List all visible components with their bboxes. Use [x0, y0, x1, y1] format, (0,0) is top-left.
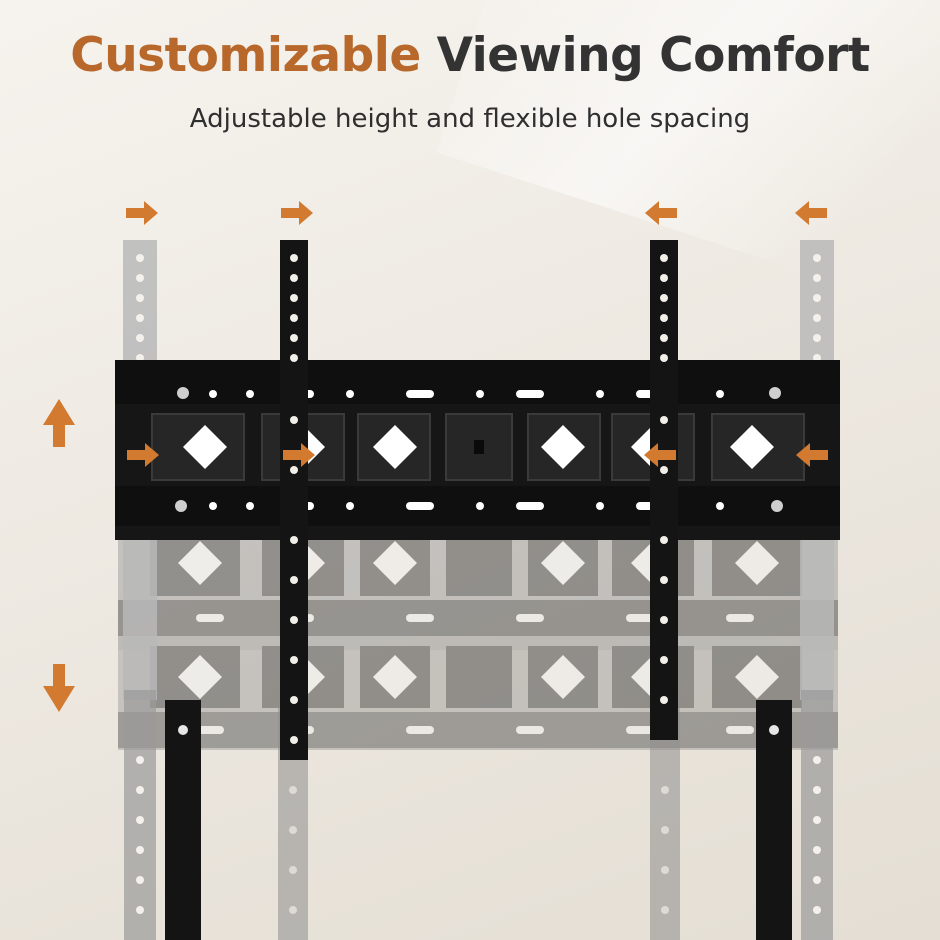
mount-frame [115, 360, 840, 540]
arrow-left-icon [795, 201, 827, 225]
page-title: Customizable Viewing Comfort [0, 28, 940, 83]
arrow-right-icon [281, 201, 313, 225]
page-subtitle: Adjustable height and flexible hole spac… [189, 104, 751, 134]
arrow-down-icon [43, 664, 75, 712]
title-rest: Viewing Comfort [436, 28, 871, 83]
ghost-arms [123, 240, 834, 940]
arrow-up-icon [43, 399, 75, 447]
arrow-right-icon [126, 201, 158, 225]
stand-posts [165, 700, 792, 940]
arrow-left-icon [645, 201, 677, 225]
post-bolts [178, 725, 779, 735]
inner-arms [280, 240, 678, 914]
title-accent: Customizable [70, 28, 421, 83]
